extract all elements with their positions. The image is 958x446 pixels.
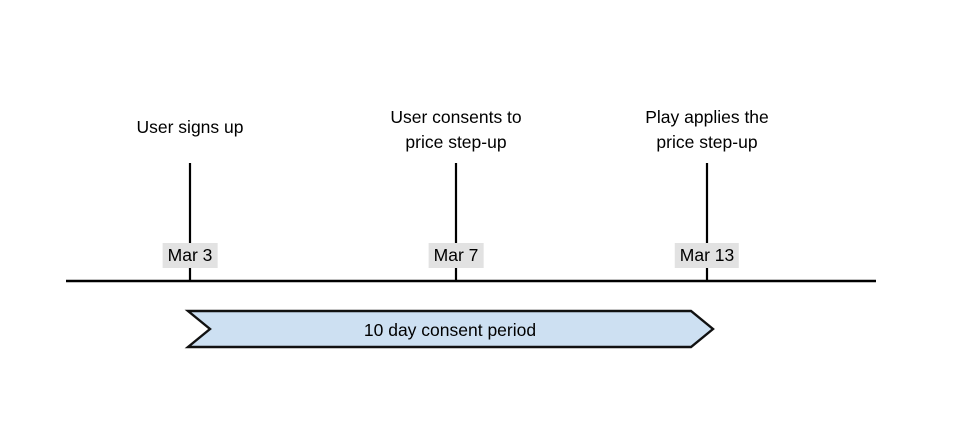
event-label-apply-line-2: price step-up (656, 132, 758, 152)
event-label-signup-line-1: User signs up (136, 117, 244, 137)
date-chip-signup: Mar 3 (162, 243, 218, 268)
consent-period-banner-label: 10 day consent period (363, 320, 537, 340)
consent-period-banner (184, 309, 715, 349)
event-label-consent: User consents to price step-up (390, 105, 521, 155)
event-label-consent-line-1: User consents to (390, 107, 522, 127)
event-label-apply: Play applies the price step-up (645, 105, 769, 155)
date-chip-apply: Mar 13 (674, 243, 740, 268)
event-label-apply-line-1: Play applies the (645, 107, 769, 127)
date-chip-consent: Mar 7 (428, 243, 484, 268)
event-label-consent-line-2: price step-up (405, 132, 507, 152)
event-label-signup: User signs up (137, 115, 244, 140)
